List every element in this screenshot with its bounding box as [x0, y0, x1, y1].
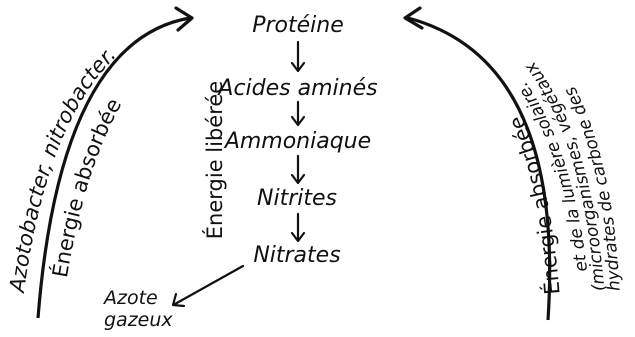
down-arrow-2 — [290, 100, 306, 127]
down-arrow-4 — [290, 212, 306, 243]
chain-node-nitrates: Nitrates — [253, 243, 340, 268]
chain-node-proteine: Protéine — [252, 13, 344, 38]
right-arc-arrow — [407, 16, 552, 321]
chain-node-acides-amines: Acides aminés — [216, 76, 377, 101]
left-arc-arrow — [36, 16, 191, 319]
down-arrow-1 — [290, 40, 306, 73]
branch-label-gazeux: gazeux — [104, 309, 173, 331]
chain-node-nitrites: Nitrites — [257, 186, 337, 211]
chain-node-ammoniaque: Ammoniaque — [223, 129, 371, 154]
center-energy-label: Énergie libérée — [202, 81, 227, 239]
branch-label-azote: Azote — [102, 287, 158, 309]
down-arrow-3 — [290, 154, 306, 185]
left-arrowhead — [174, 6, 194, 32]
branch-arrow — [171, 264, 245, 308]
right-arrowhead — [403, 6, 424, 30]
